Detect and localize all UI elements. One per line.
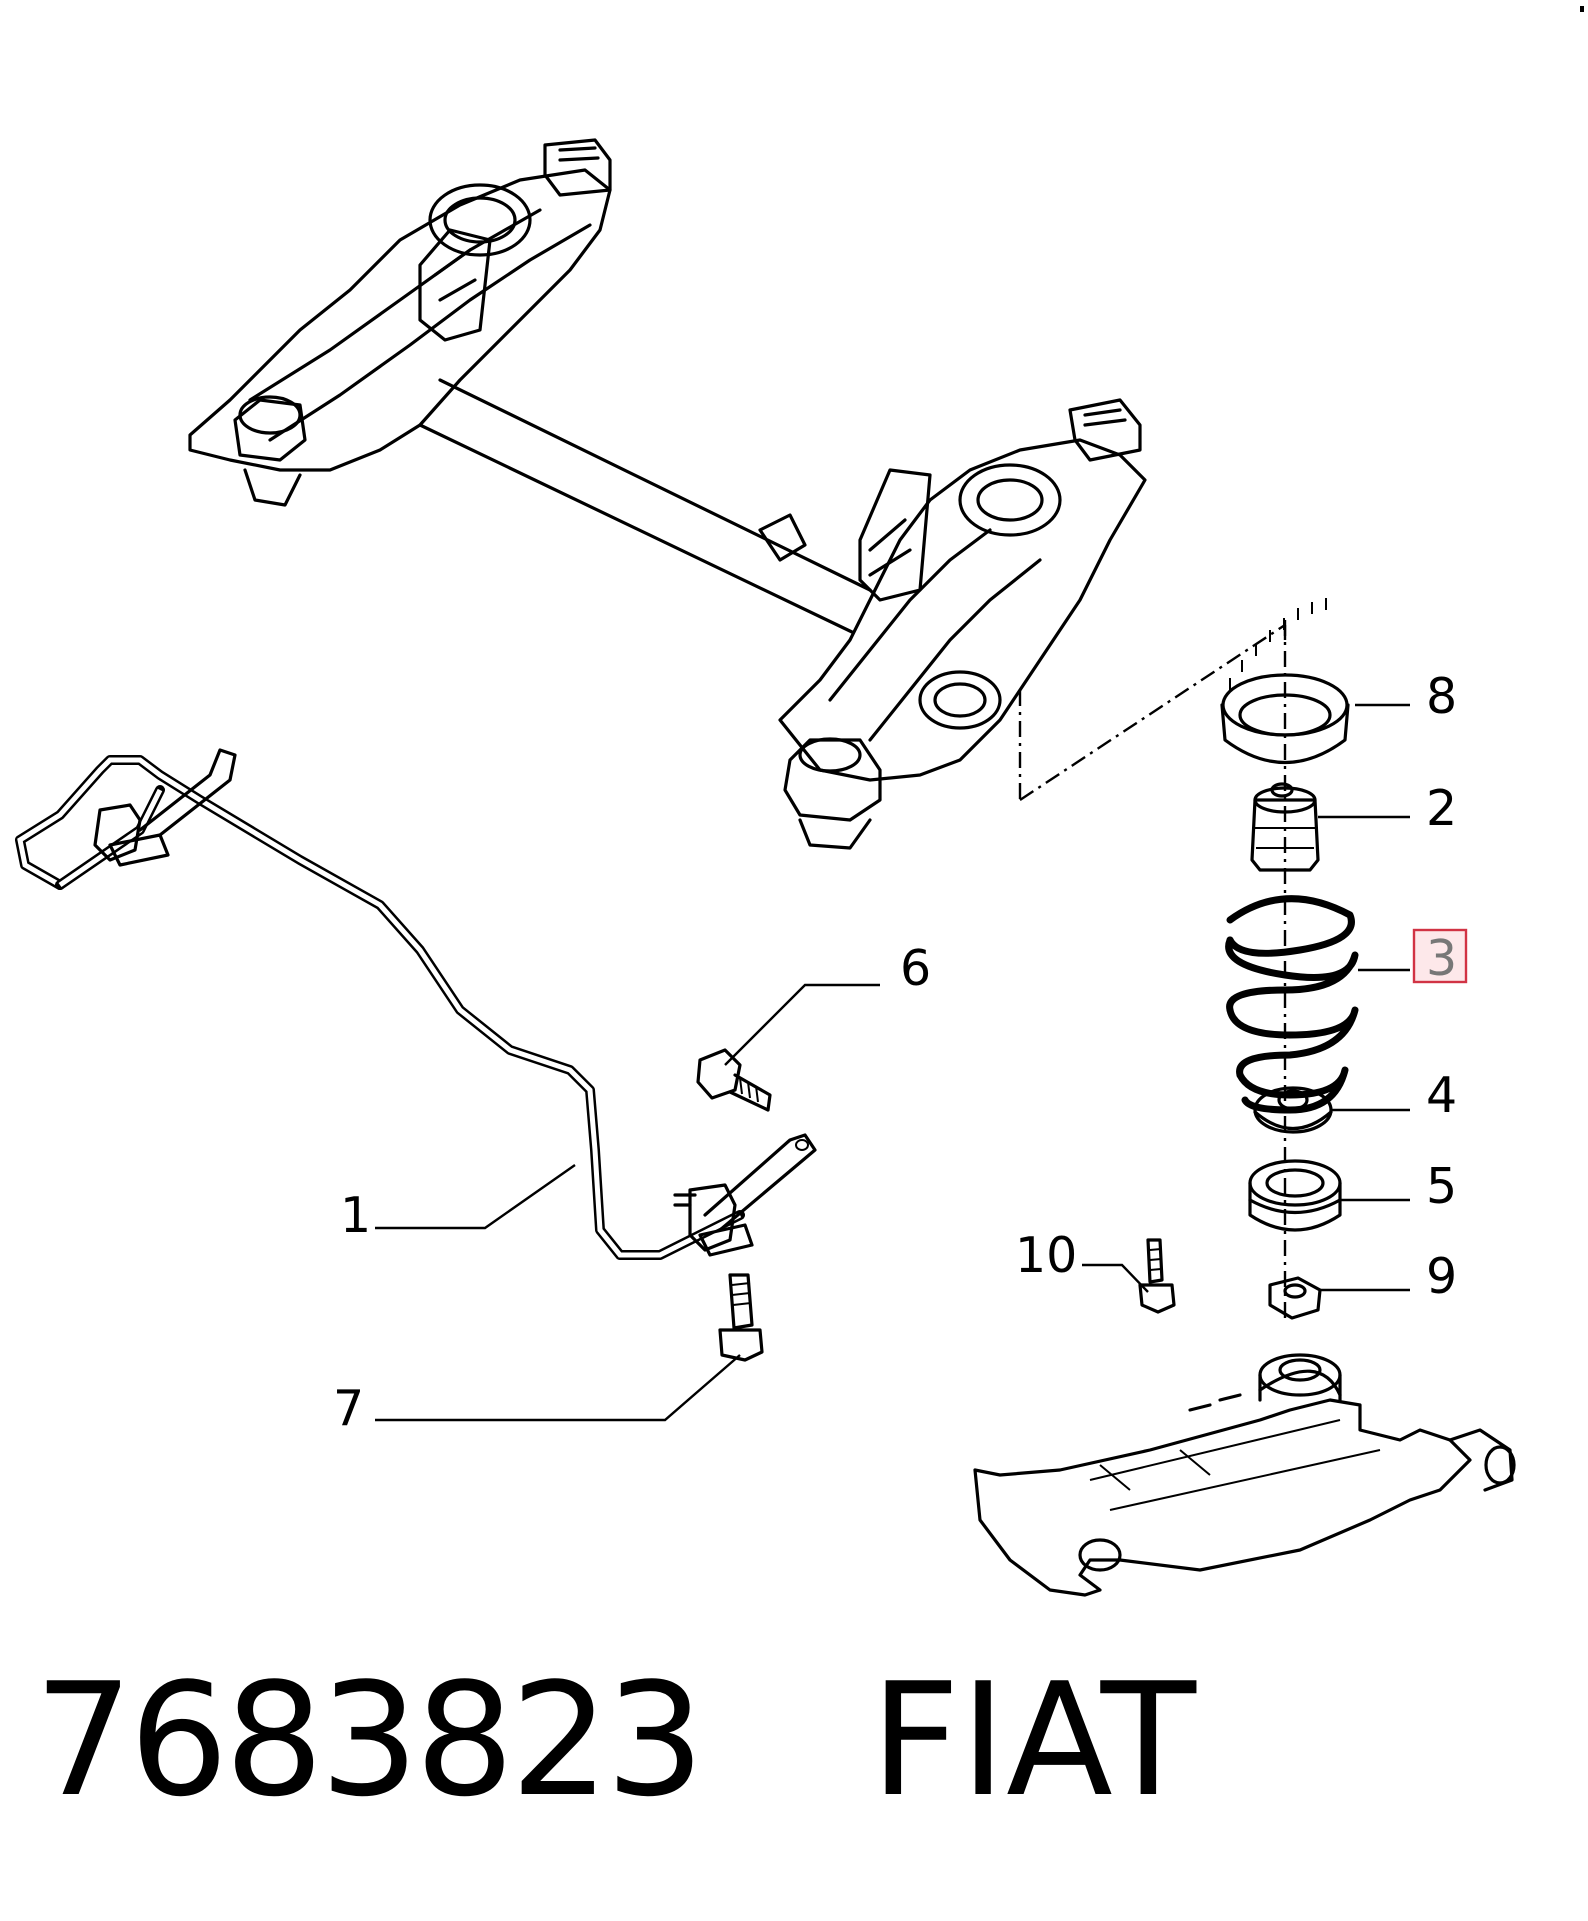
brand-name: FIAT <box>870 1649 1196 1831</box>
leader-6 <box>724 983 880 1066</box>
lower-spring-seat-5 <box>1248 1159 1342 1232</box>
callout-8: 8 <box>1426 668 1457 725</box>
trailing-arm <box>973 1353 1516 1597</box>
leader-7 <box>375 1354 741 1422</box>
stabilizer-bar <box>15 748 817 1260</box>
callout-3: 3 <box>1426 930 1457 987</box>
nut-9 <box>1268 1276 1322 1320</box>
leader-lines <box>375 703 1410 1422</box>
callout-4: 4 <box>1426 1067 1457 1124</box>
part-caption: 7683823 FIAT <box>34 1640 1534 1840</box>
coil-spring-3 <box>1225 895 1359 1114</box>
callout-6: 6 <box>900 940 931 997</box>
bolt-7 <box>718 1273 764 1362</box>
rear-axle-subframe <box>188 138 1147 850</box>
bolt-10 <box>1138 1238 1176 1314</box>
corner-mark <box>1580 6 1584 12</box>
leader-10 <box>1082 1263 1149 1293</box>
bump-stop-2 <box>1250 782 1320 872</box>
leader-1 <box>375 1164 576 1230</box>
bolt-6 <box>696 1048 772 1112</box>
callout-9: 9 <box>1426 1248 1457 1305</box>
callout-2: 2 <box>1426 780 1457 837</box>
upper-spring-seat-8 <box>1220 598 1350 765</box>
part-number: 7683823 <box>34 1649 705 1831</box>
callout-10: 10 <box>1015 1227 1077 1284</box>
callout-5: 5 <box>1426 1158 1457 1215</box>
callout-labels: 8 2 3 4 5 9 10 6 1 7 <box>333 668 1457 1437</box>
spring-assembly <box>1018 598 1359 1320</box>
callout-3-highlight <box>1412 928 1468 984</box>
callout-1: 1 <box>340 1187 371 1244</box>
callout-7: 7 <box>333 1380 364 1437</box>
